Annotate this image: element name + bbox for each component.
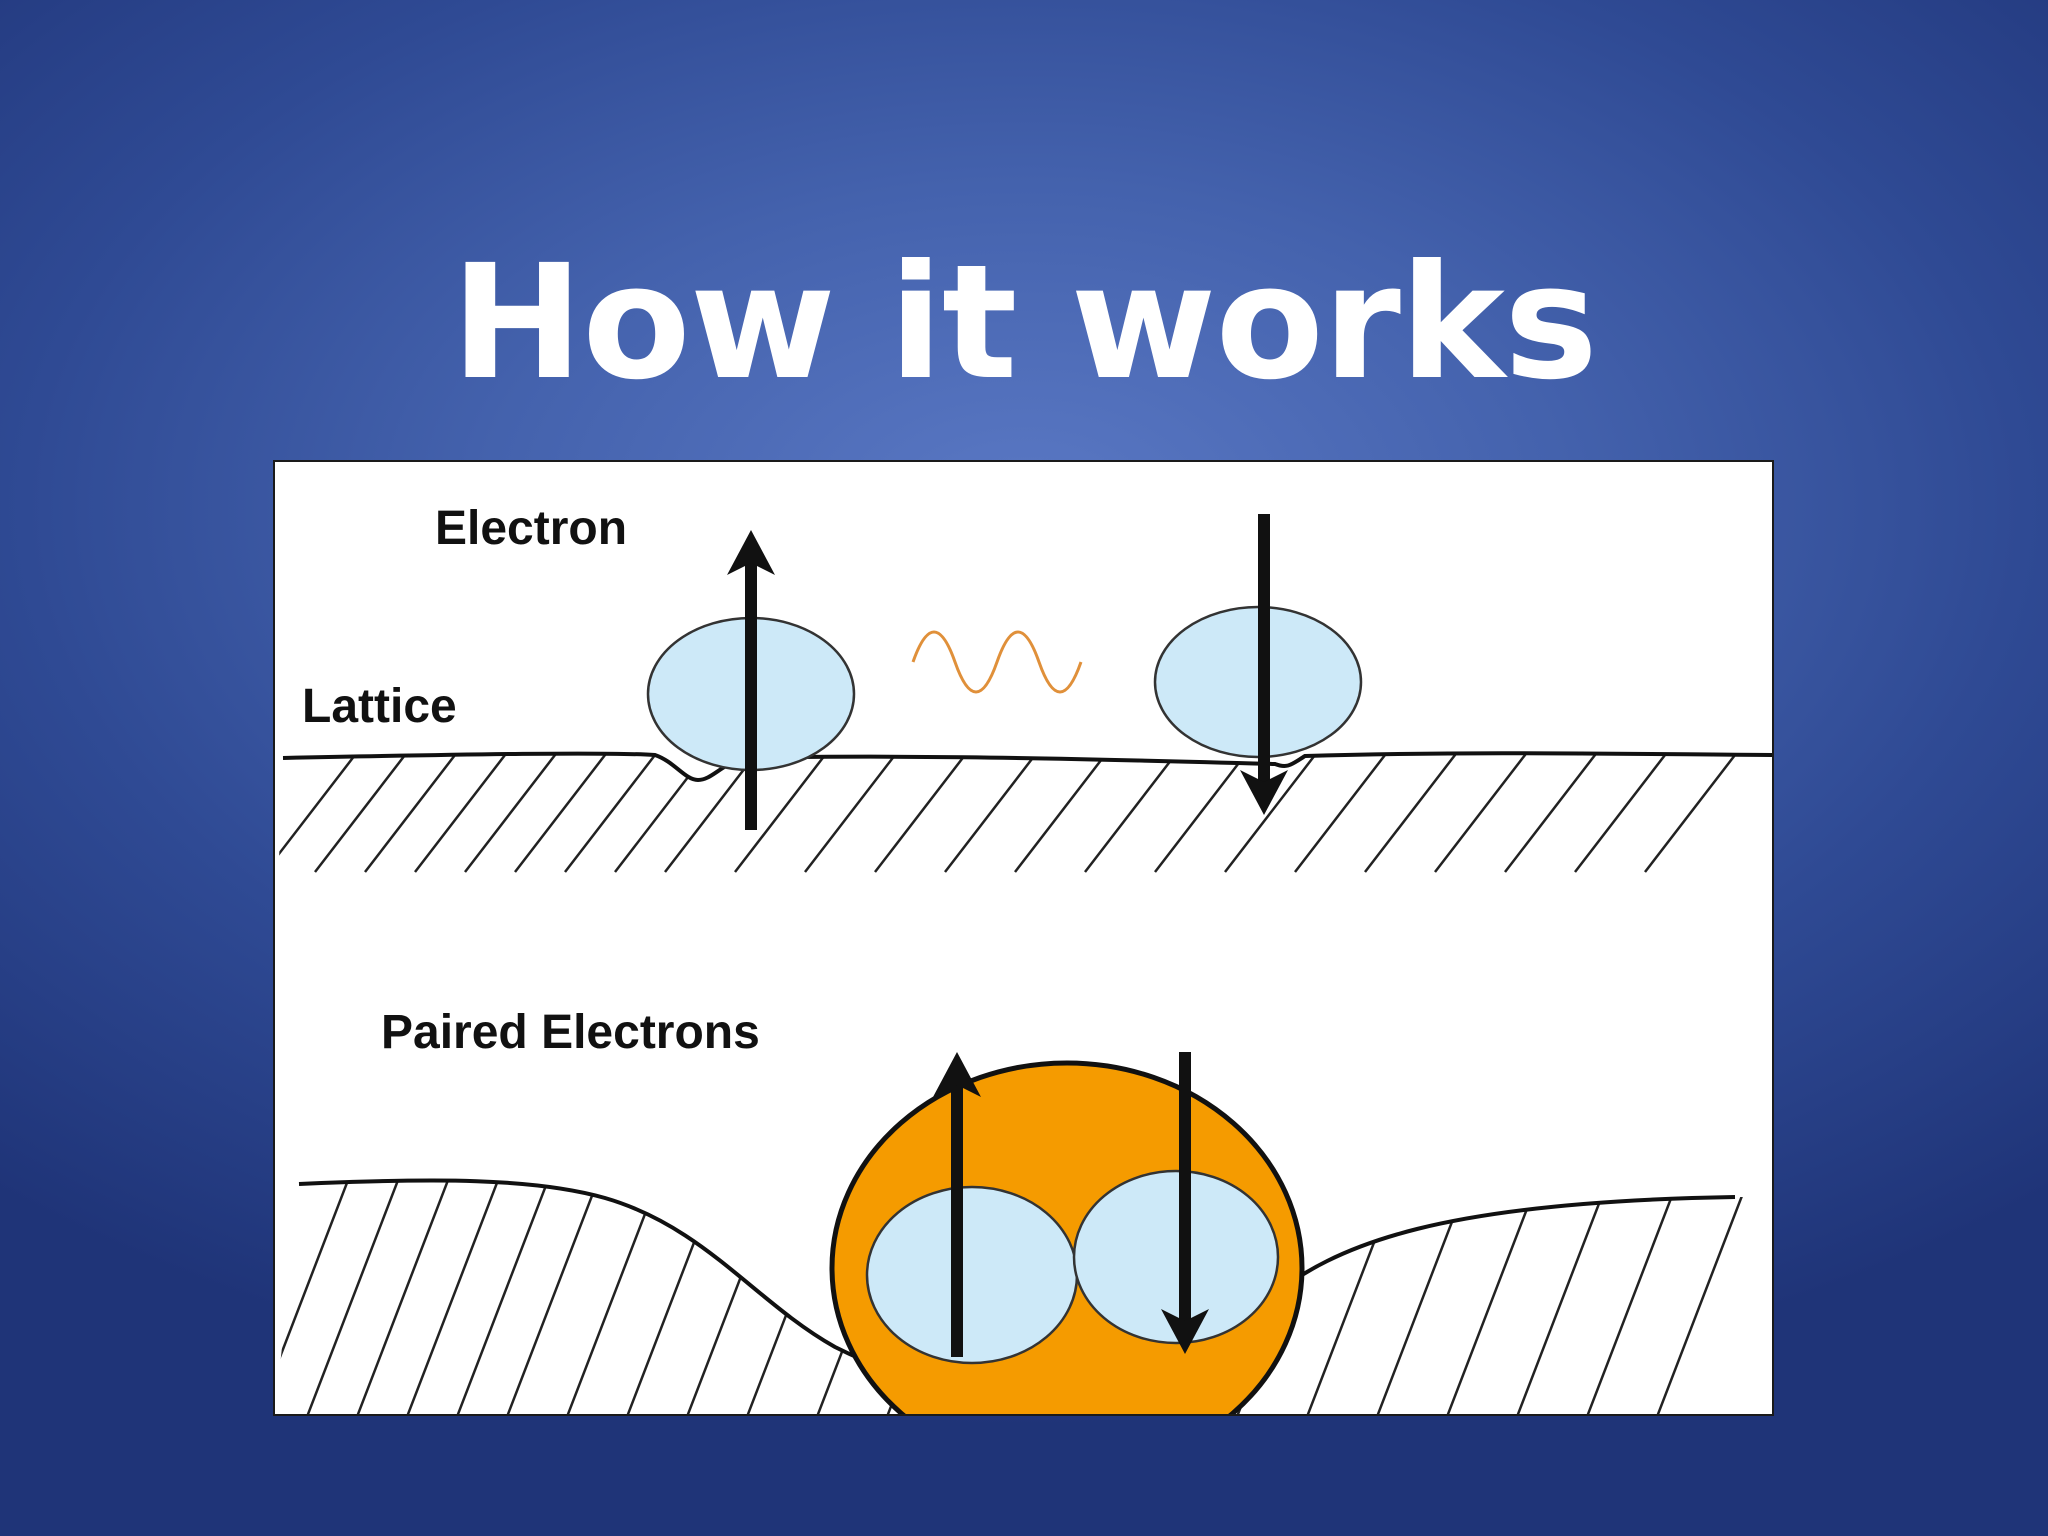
paired-electron-right (1072, 1169, 1280, 1345)
arrow-up-icon (933, 1052, 981, 1357)
wave-icon (911, 630, 1083, 694)
top-lattice-line (282, 751, 1772, 783)
electron-label: Electron (435, 502, 627, 555)
paired-electron-left (865, 1185, 1079, 1365)
cooper-pair-diagram: Electron Lattice (273, 460, 1774, 1416)
arrow-up-icon (727, 530, 775, 830)
arrow-down-icon (1240, 514, 1288, 815)
top-lattice-hatching (275, 753, 1746, 873)
lattice-label: Lattice (302, 680, 457, 733)
arrow-down-icon (1161, 1052, 1209, 1354)
paired-electrons-label: Paired Electrons (381, 1006, 760, 1059)
slide-title: How it works (451, 231, 1598, 415)
